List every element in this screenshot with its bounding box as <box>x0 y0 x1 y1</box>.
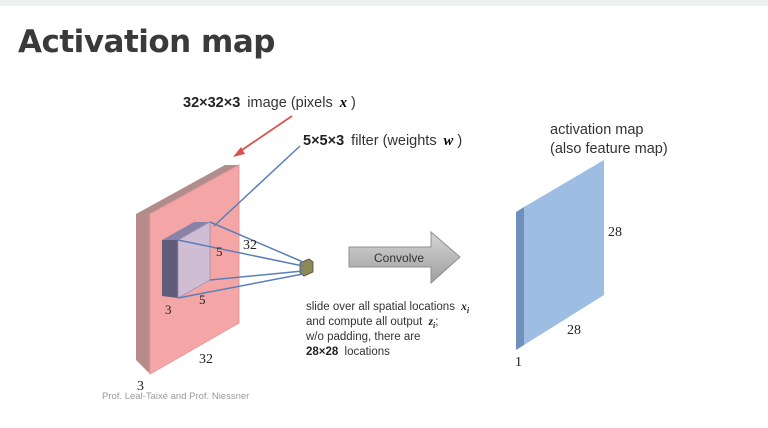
convolve-arrow[interactable]: Convolve <box>348 230 461 285</box>
red-arrow <box>233 115 293 157</box>
convolve-label: Convolve <box>374 251 424 265</box>
act-width-dim: 28 <box>567 323 581 338</box>
act-height-dim: 28 <box>608 225 622 240</box>
filter-w-dim: 5 <box>199 292 206 307</box>
svg-text:28×28 locations: 28×28 locations <box>306 346 390 358</box>
top-bar <box>0 0 768 6</box>
svg-text:slide over all spatial locatio: slide over all spatial locations xi <box>306 301 470 315</box>
slide-description: slide over all spatial locations xi and … <box>305 301 470 358</box>
image-top-face <box>136 165 239 214</box>
filter-region-side <box>162 240 178 298</box>
image-width-dim: 32 <box>199 352 213 367</box>
svg-text:w/o padding, there are: w/o padding, there are <box>305 331 420 343</box>
image-depth-dim: 3 <box>137 379 144 394</box>
filter-label: 5×5×3 filter (weights w ) <box>303 133 462 149</box>
filter-region-top <box>162 222 210 240</box>
act-depth-dim: 1 <box>515 355 522 370</box>
activation-map-side <box>516 207 524 350</box>
image-side-face <box>136 214 150 374</box>
filter-cube <box>299 258 314 277</box>
credit-text: Prof. Leal-Taixé and Prof. Niessner <box>102 391 250 402</box>
image-height-dim: 32 <box>243 238 257 253</box>
page-title: Activation map <box>18 24 275 60</box>
svg-text:and compute all output z: and compute all output zi; <box>306 316 438 330</box>
activation-map-front <box>524 160 604 345</box>
image-label: 32×32×3 image (pixels x ) <box>183 95 356 111</box>
activation-map-label: activation map <box>550 122 644 138</box>
projection-lines <box>177 145 304 299</box>
filter-h-dim: 5 <box>216 244 223 259</box>
filter-d-dim: 3 <box>165 302 172 317</box>
activation-map-sublabel: (also feature map) <box>550 141 668 157</box>
